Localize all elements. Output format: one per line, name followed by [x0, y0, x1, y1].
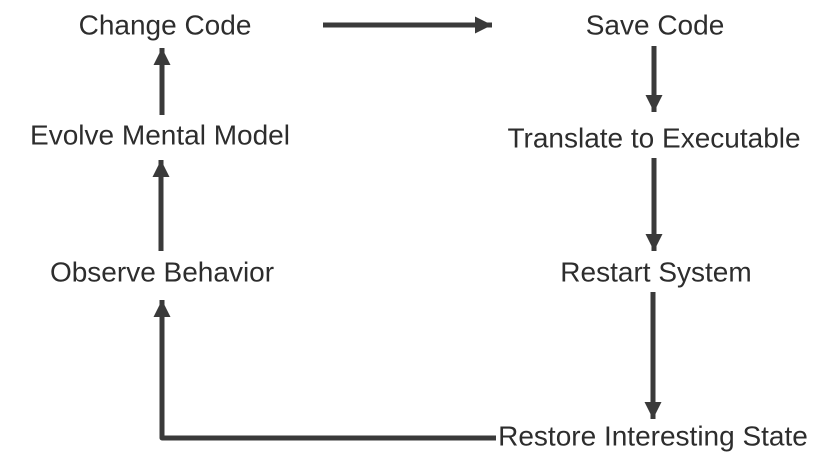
node-save-code: Save Code	[585, 9, 725, 41]
arrow-restore-state-to-observe-behavior	[153, 300, 496, 441]
node-observe-behavior: Observe Behavior	[49, 256, 275, 288]
node-restore-interesting-state: Restore Interesting State	[498, 420, 808, 452]
node-restart-system: Restart System	[560, 256, 752, 288]
node-change-code: Change Code	[78, 9, 252, 41]
node-translate-to-executable: Translate to Executable	[507, 122, 801, 154]
node-evolve-mental-model: Evolve Mental Model	[30, 119, 290, 151]
